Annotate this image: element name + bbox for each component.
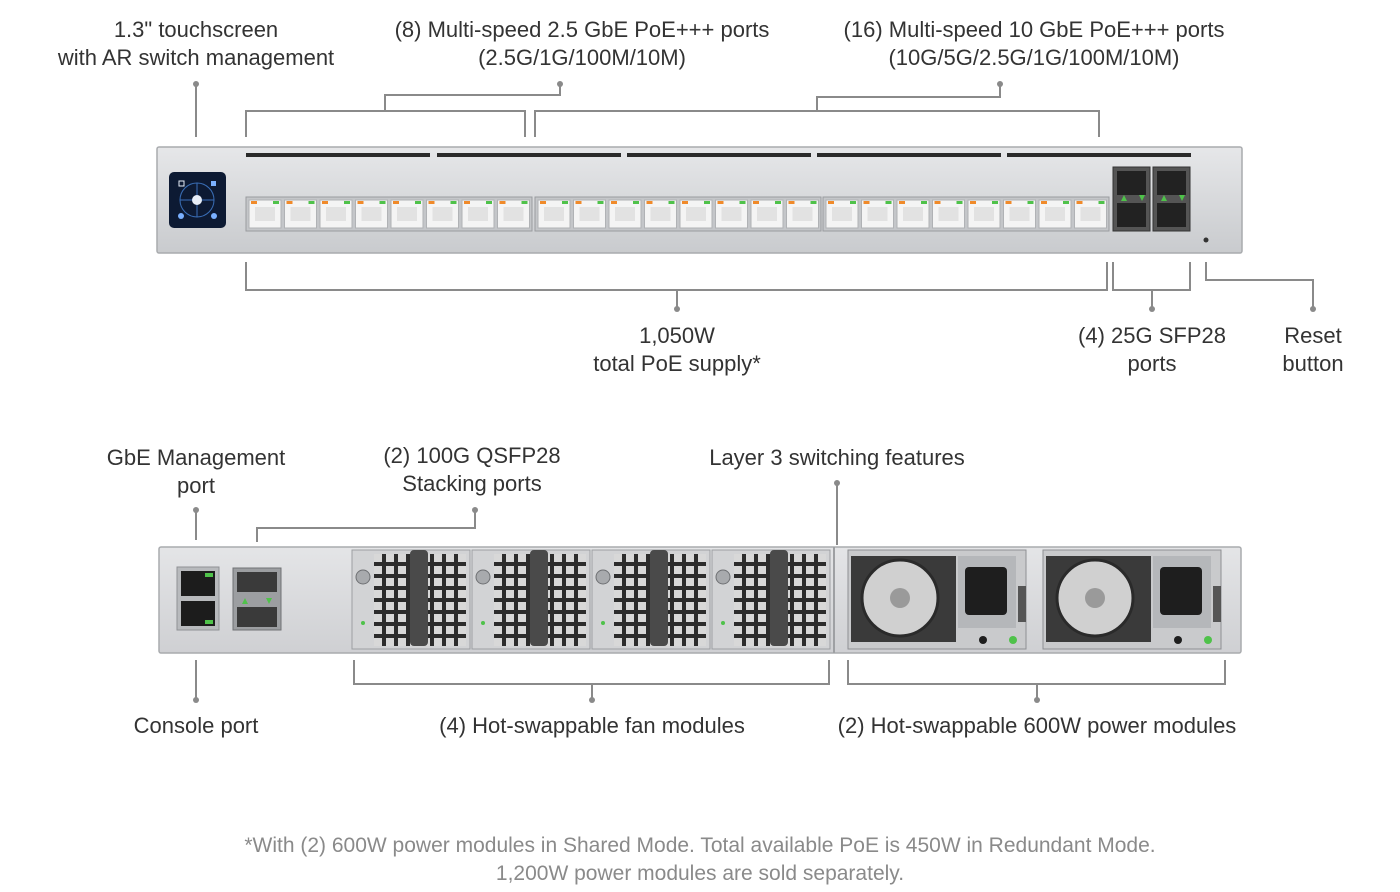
ports-10g-label: (16) Multi-speed 10 GbE PoE+++ ports (10… [843, 17, 1225, 70]
rj45-port [537, 199, 571, 229]
fan-modules-label: (4) Hot-swappable fan modules [439, 713, 745, 738]
rj45-port [1038, 199, 1072, 229]
fan-module [591, 549, 711, 650]
rj45-port [896, 199, 930, 229]
rear-leaders [193, 480, 1226, 703]
rj45-port [284, 199, 317, 229]
sfp28-label: (4) 25G SFP28 ports [1078, 323, 1226, 376]
rj45-port [786, 199, 819, 229]
rj45-port [461, 199, 495, 229]
layer3-label: Layer 3 switching features [709, 445, 965, 470]
front-panel [156, 146, 1243, 254]
rj45-port [967, 199, 1001, 229]
rj45-port [1003, 199, 1036, 229]
mgmt-console-ports [176, 566, 220, 631]
power-modules [847, 549, 1222, 650]
rj45-port [573, 199, 606, 229]
rj45-port [390, 199, 424, 229]
fan-modules [351, 549, 831, 650]
fan-module [471, 549, 591, 650]
rj45-port [355, 199, 388, 229]
touchscreen-label: 1.3" touchscreen with AR switch manageme… [57, 17, 335, 70]
reset-button-label: Reset button [1282, 323, 1344, 376]
top-slots [246, 153, 1191, 157]
poe-supply-label: 1,050W total PoE supply* [593, 323, 761, 376]
rear-panel [158, 546, 1242, 654]
touchscreen-display [169, 172, 226, 228]
mgmt-port-label: GbE Management port [106, 445, 286, 498]
footnote: *With (2) 600W power modules in Shared M… [244, 834, 1156, 885]
rj45-port [644, 199, 677, 229]
sfp28-cages [1112, 166, 1191, 232]
qsfp28-ports [232, 567, 282, 631]
rj45-port [750, 199, 784, 229]
rj45-port [608, 199, 642, 229]
rj45-port [861, 199, 894, 229]
rj45-port [679, 199, 713, 229]
front-leaders [193, 81, 1316, 312]
rj45-port [497, 199, 530, 229]
rj45-port [426, 199, 459, 229]
console-port-label: Console port [133, 713, 259, 738]
power-module [847, 549, 1027, 650]
fan-module [711, 549, 831, 650]
qsfp28-label: (2) 100G QSFP28 Stacking ports [383, 443, 561, 496]
power-module [1042, 549, 1222, 650]
rj45-port [1074, 199, 1107, 229]
rj45-ports [245, 196, 1110, 232]
rj45-port [825, 199, 859, 229]
rj45-port [248, 199, 282, 229]
rj45-port [715, 199, 748, 229]
power-modules-label: (2) Hot-swappable 600W power modules [837, 713, 1237, 738]
ports-2-5g-label: (8) Multi-speed 2.5 GbE PoE+++ ports (2.… [394, 17, 770, 70]
rj45-port [319, 199, 353, 229]
rj45-port [932, 199, 965, 229]
reset-pinhole [1203, 237, 1209, 243]
fan-module [351, 549, 471, 650]
